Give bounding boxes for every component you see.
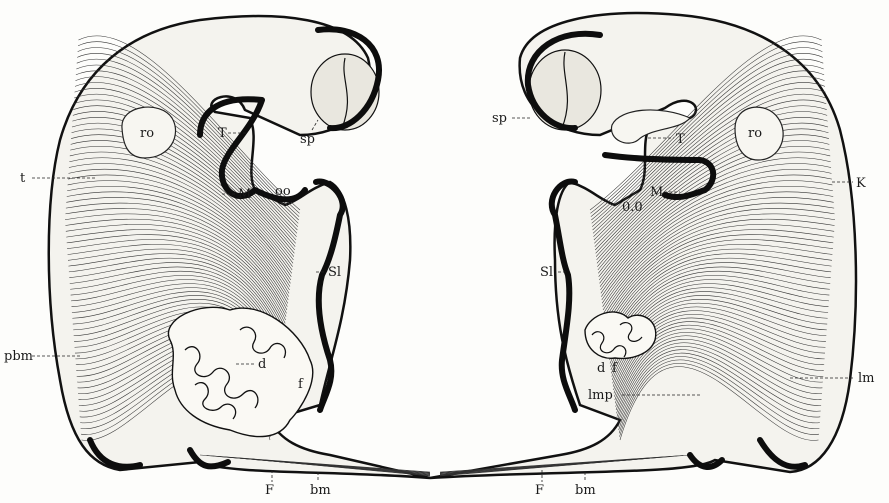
- label-right-oo: 0.0: [622, 200, 643, 215]
- label-left-sp: sp: [300, 132, 315, 147]
- label-left-pbm: pbm: [4, 349, 33, 364]
- label-right-F: F: [535, 483, 544, 498]
- label-right-lmp: lmp: [588, 388, 613, 403]
- label-right-M: M: [650, 185, 663, 200]
- label-right-lm: lm: [858, 371, 875, 386]
- label-left-F: F: [265, 483, 274, 498]
- label-right-T: T: [676, 132, 685, 147]
- label-left-M: M: [238, 187, 251, 202]
- label-left-Sl: Sl: [328, 265, 341, 280]
- label-left-ro: ro: [140, 126, 154, 141]
- label-right-bm: bm: [575, 483, 596, 498]
- right-section-outline: [430, 13, 856, 478]
- label-left-t: t: [20, 171, 26, 186]
- label-right-K: K: [856, 176, 866, 191]
- label-left-T: T: [218, 126, 227, 141]
- label-left-bm: bm: [310, 483, 331, 498]
- label-right-sp: sp: [492, 111, 507, 126]
- left-section: [49, 16, 430, 478]
- label-left-d: d: [258, 357, 266, 372]
- label-right-d: d: [597, 361, 605, 376]
- label-right-ro: ro: [748, 126, 762, 141]
- right-gland-mass: [585, 312, 656, 358]
- label-right-Sl: Sl: [540, 265, 553, 280]
- right-section: [430, 13, 856, 478]
- label-left-oo: oo: [275, 184, 291, 199]
